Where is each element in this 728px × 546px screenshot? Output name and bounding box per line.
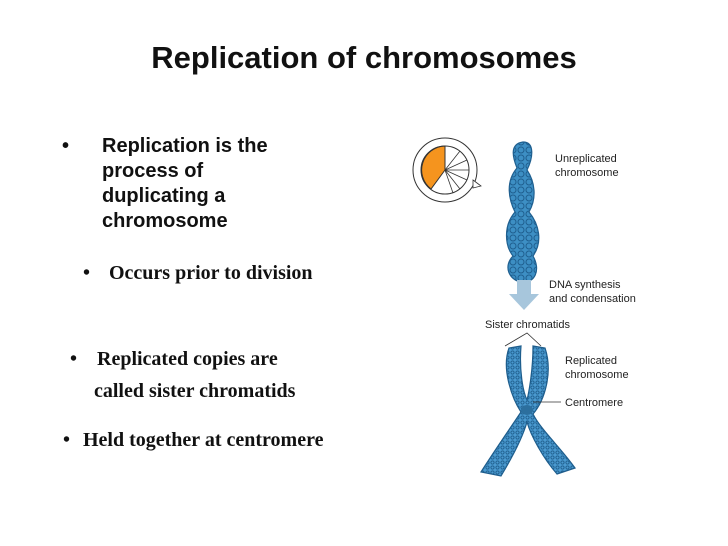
bullet-sister-chromatids: • Replicated copies are called sister ch… — [70, 345, 390, 405]
bullet-replication-definition: • Replication is the process of duplicat… — [62, 134, 382, 234]
replicated-chromosome — [480, 345, 576, 477]
unreplicated-chromosome — [505, 141, 540, 283]
label-unreplicated-chromosome: chromosome — [555, 167, 619, 179]
bullet-line: Replicated copies are — [97, 348, 278, 370]
chromosome-replication-figure: Unreplicated chromosome DNA synthesis an… — [412, 137, 636, 477]
label-condensation: and condensation — [549, 293, 636, 305]
bullet-line: process of — [102, 160, 204, 182]
bullet-centromere: • Held together at centromere — [63, 426, 403, 454]
bullet-dot: • — [83, 262, 91, 284]
bullet-dot: • — [62, 135, 70, 157]
sister-leader — [504, 332, 542, 347]
label-sister-chromatids: Sister chromatids — [485, 319, 570, 331]
bullet-line: duplicating a — [102, 185, 226, 207]
bullet-line: Held together at centromere — [83, 429, 324, 451]
label-replicated: Replicated — [565, 355, 617, 367]
slide-title: Replication of chromosomes — [151, 40, 577, 75]
label-dna-synthesis: DNA synthesis — [549, 279, 621, 291]
label-replicated-chromosome: chromosome — [565, 369, 629, 381]
label-unreplicated: Unreplicated — [555, 153, 617, 165]
bullet-line: Occurs prior to division — [109, 262, 313, 284]
bullet-line: called sister chromatids — [94, 380, 296, 402]
bullet-line: chromosome — [102, 210, 228, 232]
bullet-line: Replication is the — [102, 135, 268, 157]
process-arrow — [509, 280, 539, 310]
bullet-occurs-prior: • Occurs prior to division — [83, 259, 403, 287]
bullet-dot: • — [63, 429, 71, 451]
cell-cycle-icon — [412, 137, 482, 203]
label-centromere: Centromere — [565, 397, 623, 409]
bullet-dot: • — [70, 348, 78, 370]
